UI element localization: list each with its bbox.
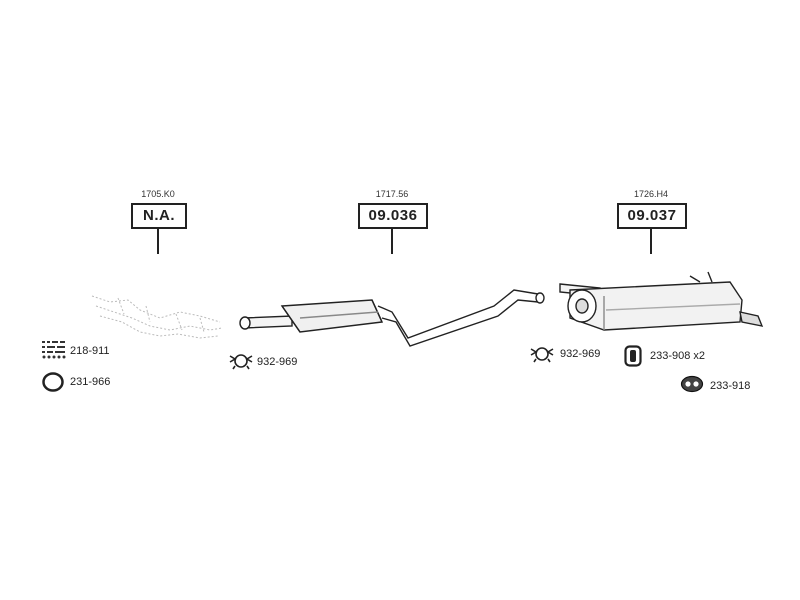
gasket-kit-part-number[interactable]: 218-911 xyxy=(70,345,110,357)
rubber-ring-part-number[interactable]: 233-918 xyxy=(710,380,751,392)
clamp-1-part-number[interactable]: 932-969 xyxy=(257,356,298,368)
ring-part-number[interactable]: 231-966 xyxy=(70,376,111,388)
rear-silencer-drawing xyxy=(559,271,764,331)
oe-code-section-2: 1717.56 xyxy=(375,189,409,199)
sealing-ring-icon xyxy=(42,372,64,392)
rubber-mount-part-number[interactable]: 233-908 x2 xyxy=(650,350,706,362)
rubber-mount-icon xyxy=(624,345,642,367)
oe-code-section-1: 1705.K0 xyxy=(141,189,175,199)
part-number-section-3[interactable]: 09.037 xyxy=(617,203,687,229)
clamp-icon xyxy=(530,347,554,363)
rubber-ring-icon xyxy=(680,375,704,393)
gasket-kit-icon xyxy=(42,341,66,359)
part-number-section-1[interactable]: N.A. xyxy=(131,203,187,229)
clamp-2-part-number[interactable]: 932-969 xyxy=(560,348,601,360)
front-pipe-not-available-drawing xyxy=(91,295,223,339)
clamp-icon xyxy=(229,354,253,370)
oe-code-section-3: 1726.H4 xyxy=(633,189,669,199)
leader-line-section-1 xyxy=(157,229,159,254)
leader-line-section-2 xyxy=(391,229,393,254)
middle-silencer-drawing xyxy=(239,289,545,347)
part-number-section-2[interactable]: 09.036 xyxy=(358,203,428,229)
leader-line-section-3 xyxy=(650,229,652,254)
